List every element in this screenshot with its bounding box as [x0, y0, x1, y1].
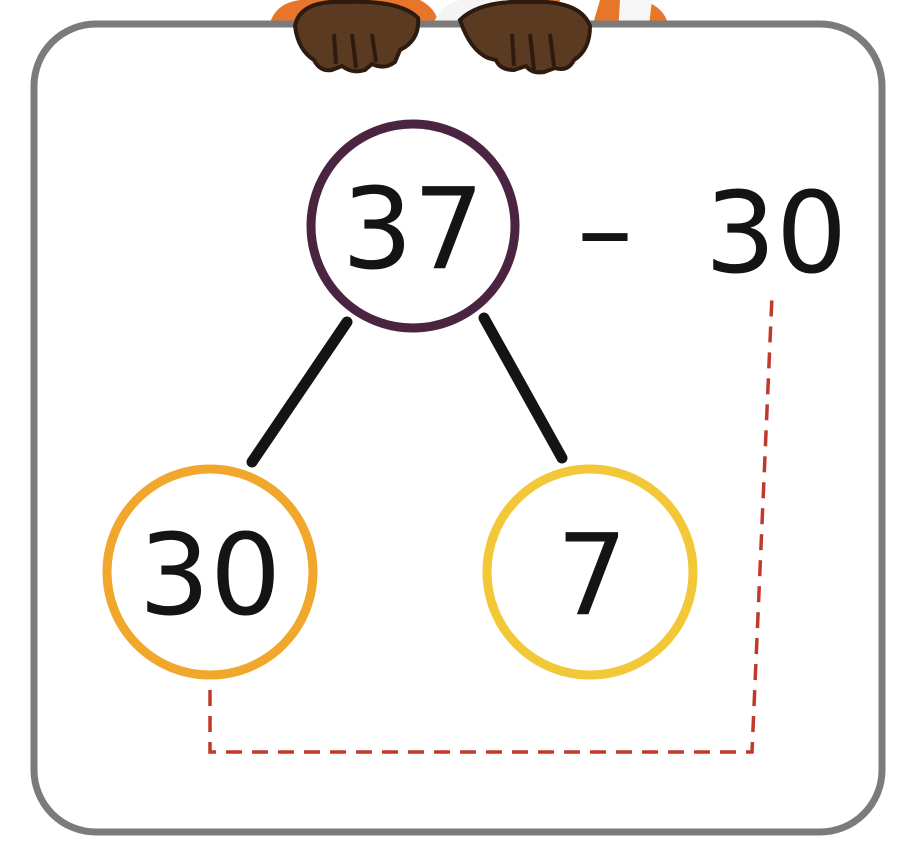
- connector-line-right: [478, 312, 568, 464]
- part-circle-right: [482, 464, 698, 680]
- dashed-link: [208, 295, 774, 754]
- part-left-value: 30: [139, 511, 282, 641]
- minus-sign: –: [577, 165, 633, 295]
- connector-line-left: [246, 316, 353, 468]
- part-circle-left: [102, 464, 318, 680]
- subtrahend-value: 30: [705, 169, 848, 299]
- tiger-hands-front: [292, 0, 593, 75]
- part-right-value: 7: [556, 511, 627, 641]
- whole-circle: [306, 119, 520, 333]
- whole-value: 37: [342, 165, 485, 295]
